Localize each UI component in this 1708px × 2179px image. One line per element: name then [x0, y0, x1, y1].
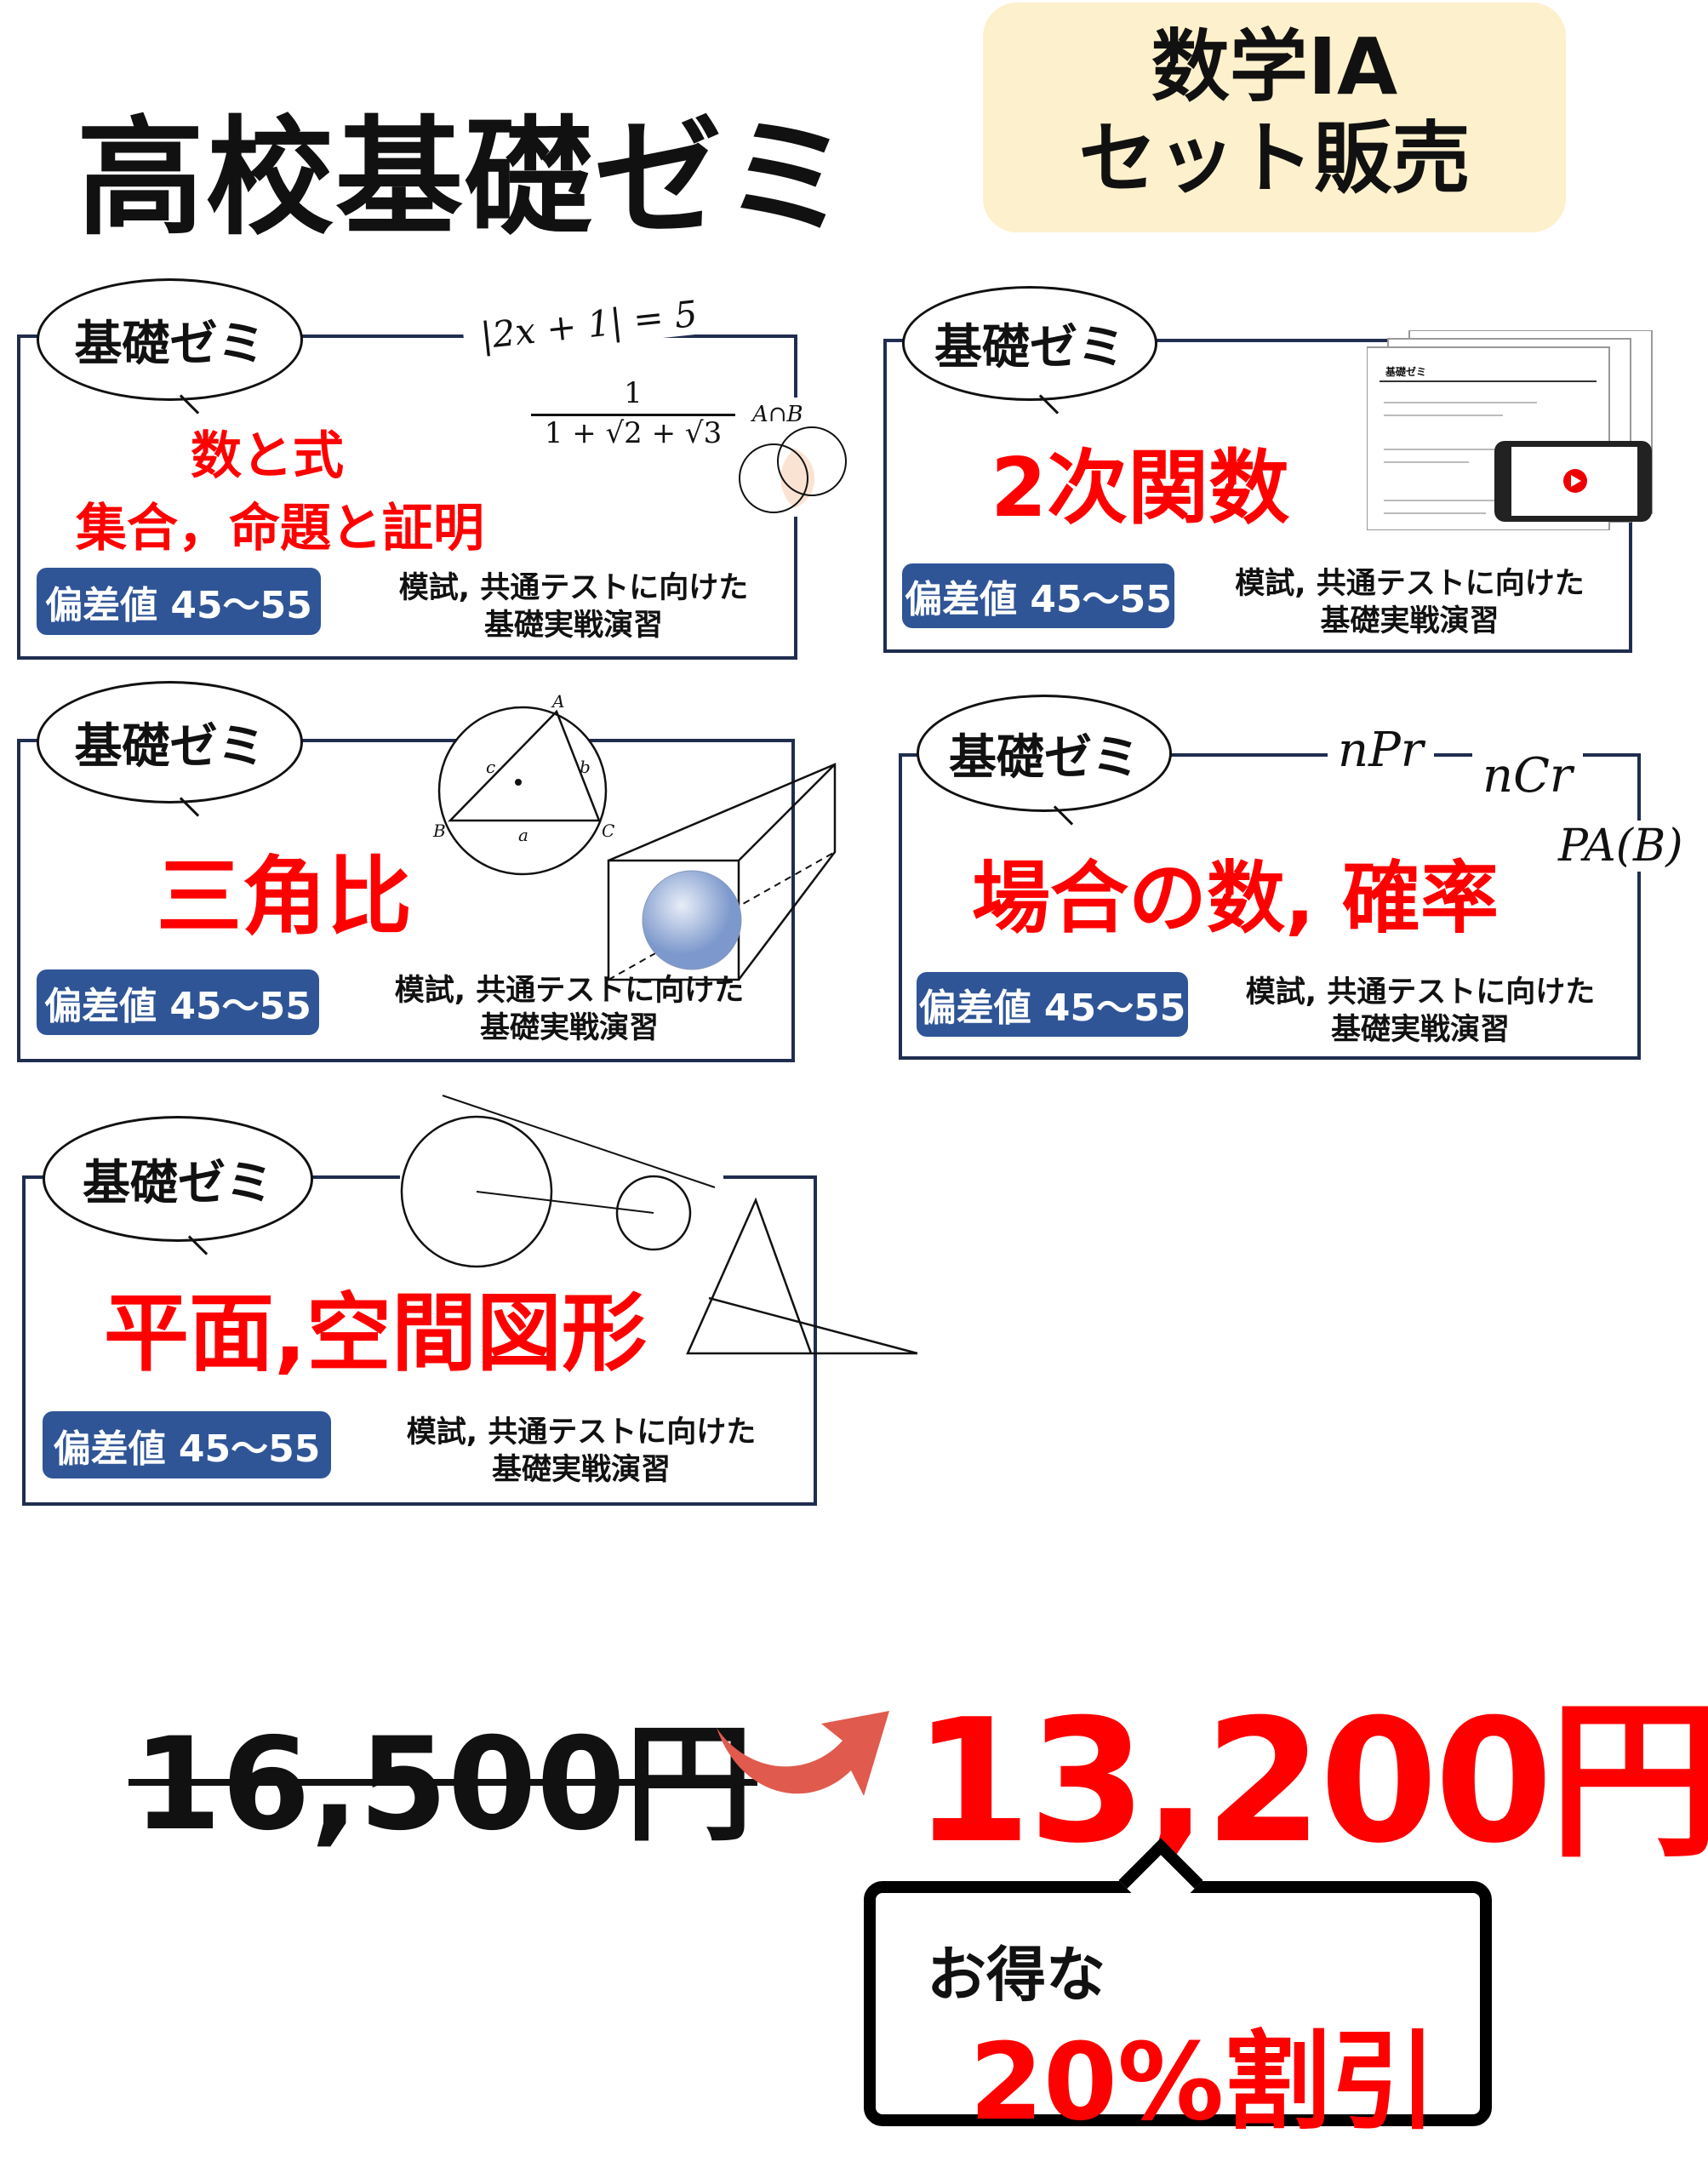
bubble-label: 基礎ゼミ — [74, 718, 266, 775]
discount-percent: 20%割引 — [969, 2021, 1437, 2144]
desc-line-1: 模試, 共通テストに向けた — [406, 1415, 757, 1450]
desc-line-1: 模試, 共通テストに向けた — [1235, 567, 1585, 601]
topic: 場合の数, 確率 — [972, 853, 1499, 944]
prism-sphere-figure — [607, 763, 838, 986]
sale-price: 13,200円 — [913, 1683, 1708, 1881]
desc-line-1: 模試, 共通テストに向けた — [394, 974, 745, 1008]
badge-sale: セット販売 — [1078, 113, 1471, 204]
arrow-right-icon — [717, 1711, 889, 1796]
side-label: c — [486, 757, 496, 777]
course-card-numbers-sets[interactable]: 基礎ゼミ |2x + 1| = 5 1 1 + √2 + √3 A∩B 数と式 … — [17, 278, 880, 660]
fraction-denominator: 1 + √2 + √3 — [544, 416, 723, 450]
course-card-geometry[interactable]: 基礎ゼミ 平面,空間図形 偏差値 45〜55 模試, 共通テストに向けた基礎実戦… — [22, 1095, 918, 1506]
equation-abs: |2x + 1| = 5 — [461, 290, 717, 359]
desc-line-2: 基礎実戦演習 — [1330, 1013, 1510, 1047]
course-card-trigonometry[interactable]: 基礎ゼミ A B C a b c 三角比 偏差値 45〜55 模試, 共通テスト… — [17, 681, 837, 1062]
desc-line-1: 模試, 共通テストに向けた — [1245, 975, 1596, 1009]
fraction-numerator: 1 — [531, 376, 735, 416]
course-description: 模試, 共通テストに向けた基礎実戦演習 — [382, 569, 765, 644]
course-card-quadratic[interactable]: 基礎ゼミ 基礎ゼミ 2次関数 偏差値 45〜55 模試, 共通テストに向けた基礎… — [883, 286, 1653, 653]
bubble-label: 基礎ゼミ — [74, 316, 266, 372]
topic-line-2: 集合，命題と証明 — [76, 499, 484, 558]
fraction-figure: 1 1 + √2 + √3 — [531, 376, 735, 470]
desc-line-2: 基礎実戦演習 — [1320, 604, 1499, 638]
deviation-badge: 偏差値 45〜55 — [43, 1411, 331, 1478]
badge-subject: 数学ⅠA — [1151, 21, 1398, 112]
desc-line-2: 基礎実戦演習 — [483, 609, 663, 643]
inscribed-triangle-figure: A B C a b c — [433, 691, 616, 884]
bubble-label: 基礎ゼミ — [949, 729, 1140, 786]
strikethrough — [129, 1779, 757, 1786]
topic: 平面,空間図形 — [104, 1284, 647, 1383]
speech-bubble: 基礎ゼミ — [917, 695, 1172, 826]
speech-bubble: 基礎ゼミ — [37, 681, 303, 817]
tangent-circles-figure — [400, 1094, 723, 1268]
deviation-badge: 偏差値 45〜55 — [37, 568, 321, 635]
venn-label: A∩B — [752, 402, 803, 427]
course-description: 模試, 共通テストに向けた基礎実戦演習 — [378, 972, 761, 1047]
speech-bubble: 基礎ゼミ — [902, 286, 1157, 415]
course-card-probability[interactable]: 基礎ゼミ nPr nCr PA(B) 場合の数, 確率 偏差値 45〜55 模試… — [899, 695, 1688, 1060]
permutation-symbol: nPr — [1328, 723, 1434, 778]
side-label: b — [580, 757, 591, 777]
topic: 2次関数 — [991, 442, 1290, 535]
side-label: a — [518, 825, 528, 845]
bubble-label: 基礎ゼミ — [934, 320, 1125, 375]
combination-symbol: nCr — [1472, 748, 1583, 804]
set-sale-badge: 数学ⅠA セット販売 — [983, 3, 1566, 232]
bubble-label: 基礎ゼミ — [83, 1155, 273, 1211]
worksheet-title: 基礎ゼミ — [1385, 366, 1427, 378]
venn-diagram: A∩B — [735, 397, 880, 517]
topic-line-1: 数と式 — [191, 426, 344, 486]
page-title: 高校基礎ゼミ — [77, 105, 854, 253]
deviation-badge: 偏差値 45〜55 — [917, 972, 1188, 1037]
deviation-badge: 偏差値 45〜55 — [902, 563, 1174, 628]
vertex-label: C — [602, 821, 615, 841]
conditional-probability: PA(B) — [1553, 821, 1688, 872]
desc-line-1: 模試, 共通テストに向けた — [398, 571, 749, 605]
deviation-badge: 偏差値 45〜55 — [37, 969, 319, 1035]
vertex-label: B — [433, 821, 446, 841]
speech-bubble: 基礎ゼミ — [37, 278, 303, 415]
course-description: 模試, 共通テストに向けた基礎実戦演習 — [1233, 565, 1586, 640]
course-description: 模試, 共通テストに向けた基礎実戦演習 — [394, 1414, 768, 1489]
worksheet-and-phone-image: 基礎ゼミ — [1366, 329, 1656, 531]
menelaus-triangle-figure — [679, 1192, 943, 1370]
original-price: 16,500円 — [129, 1681, 757, 1866]
vertex-label: A — [552, 691, 565, 712]
discount-callout: お得な 20%割引 — [864, 1838, 1492, 2144]
desc-line-2: 基礎実戦演習 — [479, 1011, 659, 1045]
callout-label: お得な — [927, 1940, 1105, 2010]
desc-line-2: 基礎実戦演習 — [491, 1453, 671, 1487]
course-description: 模試, 共通テストに向けた基礎実戦演習 — [1244, 974, 1597, 1049]
topic: 三角比 — [157, 847, 412, 947]
speech-bubble: 基礎ゼミ — [43, 1116, 313, 1255]
